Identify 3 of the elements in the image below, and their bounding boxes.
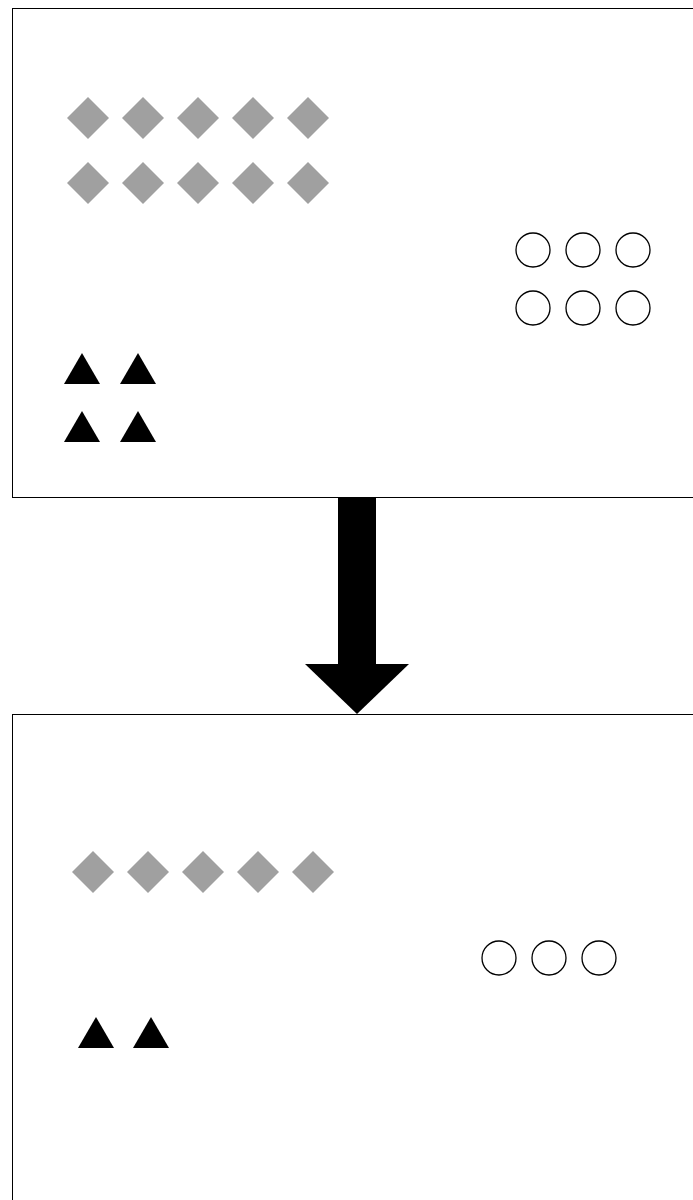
arrow	[305, 498, 409, 714]
panel-box	[12, 8, 693, 498]
panel-box	[12, 714, 693, 1200]
